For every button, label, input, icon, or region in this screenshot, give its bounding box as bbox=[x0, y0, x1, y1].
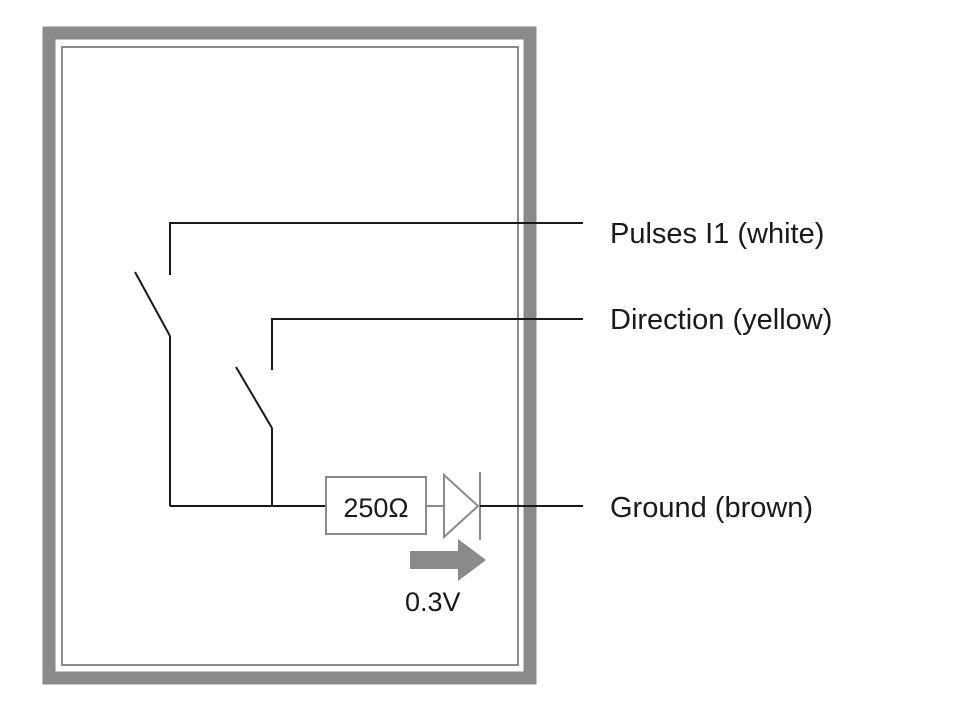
pulses-switch-contact bbox=[134, 271, 171, 337]
direction-switch-contact bbox=[235, 366, 273, 429]
resistor-value-label: 250Ω bbox=[343, 493, 408, 523]
diode-icon bbox=[443, 472, 480, 540]
housing-inner-frame bbox=[61, 46, 519, 666]
ground-label: Ground (brown) bbox=[610, 492, 813, 524]
pulses-wire bbox=[169, 222, 583, 275]
pulses-label: Pulses I1 (white) bbox=[610, 218, 824, 250]
voltage-drop-label: 0.3V bbox=[405, 587, 461, 617]
resistor-body[interactable] bbox=[325, 476, 427, 535]
direction-label: Direction (yellow) bbox=[610, 304, 832, 336]
direction-wire bbox=[271, 318, 583, 370]
housing-outer-frame bbox=[42, 26, 537, 685]
voltage-arrow-icon bbox=[410, 539, 486, 581]
